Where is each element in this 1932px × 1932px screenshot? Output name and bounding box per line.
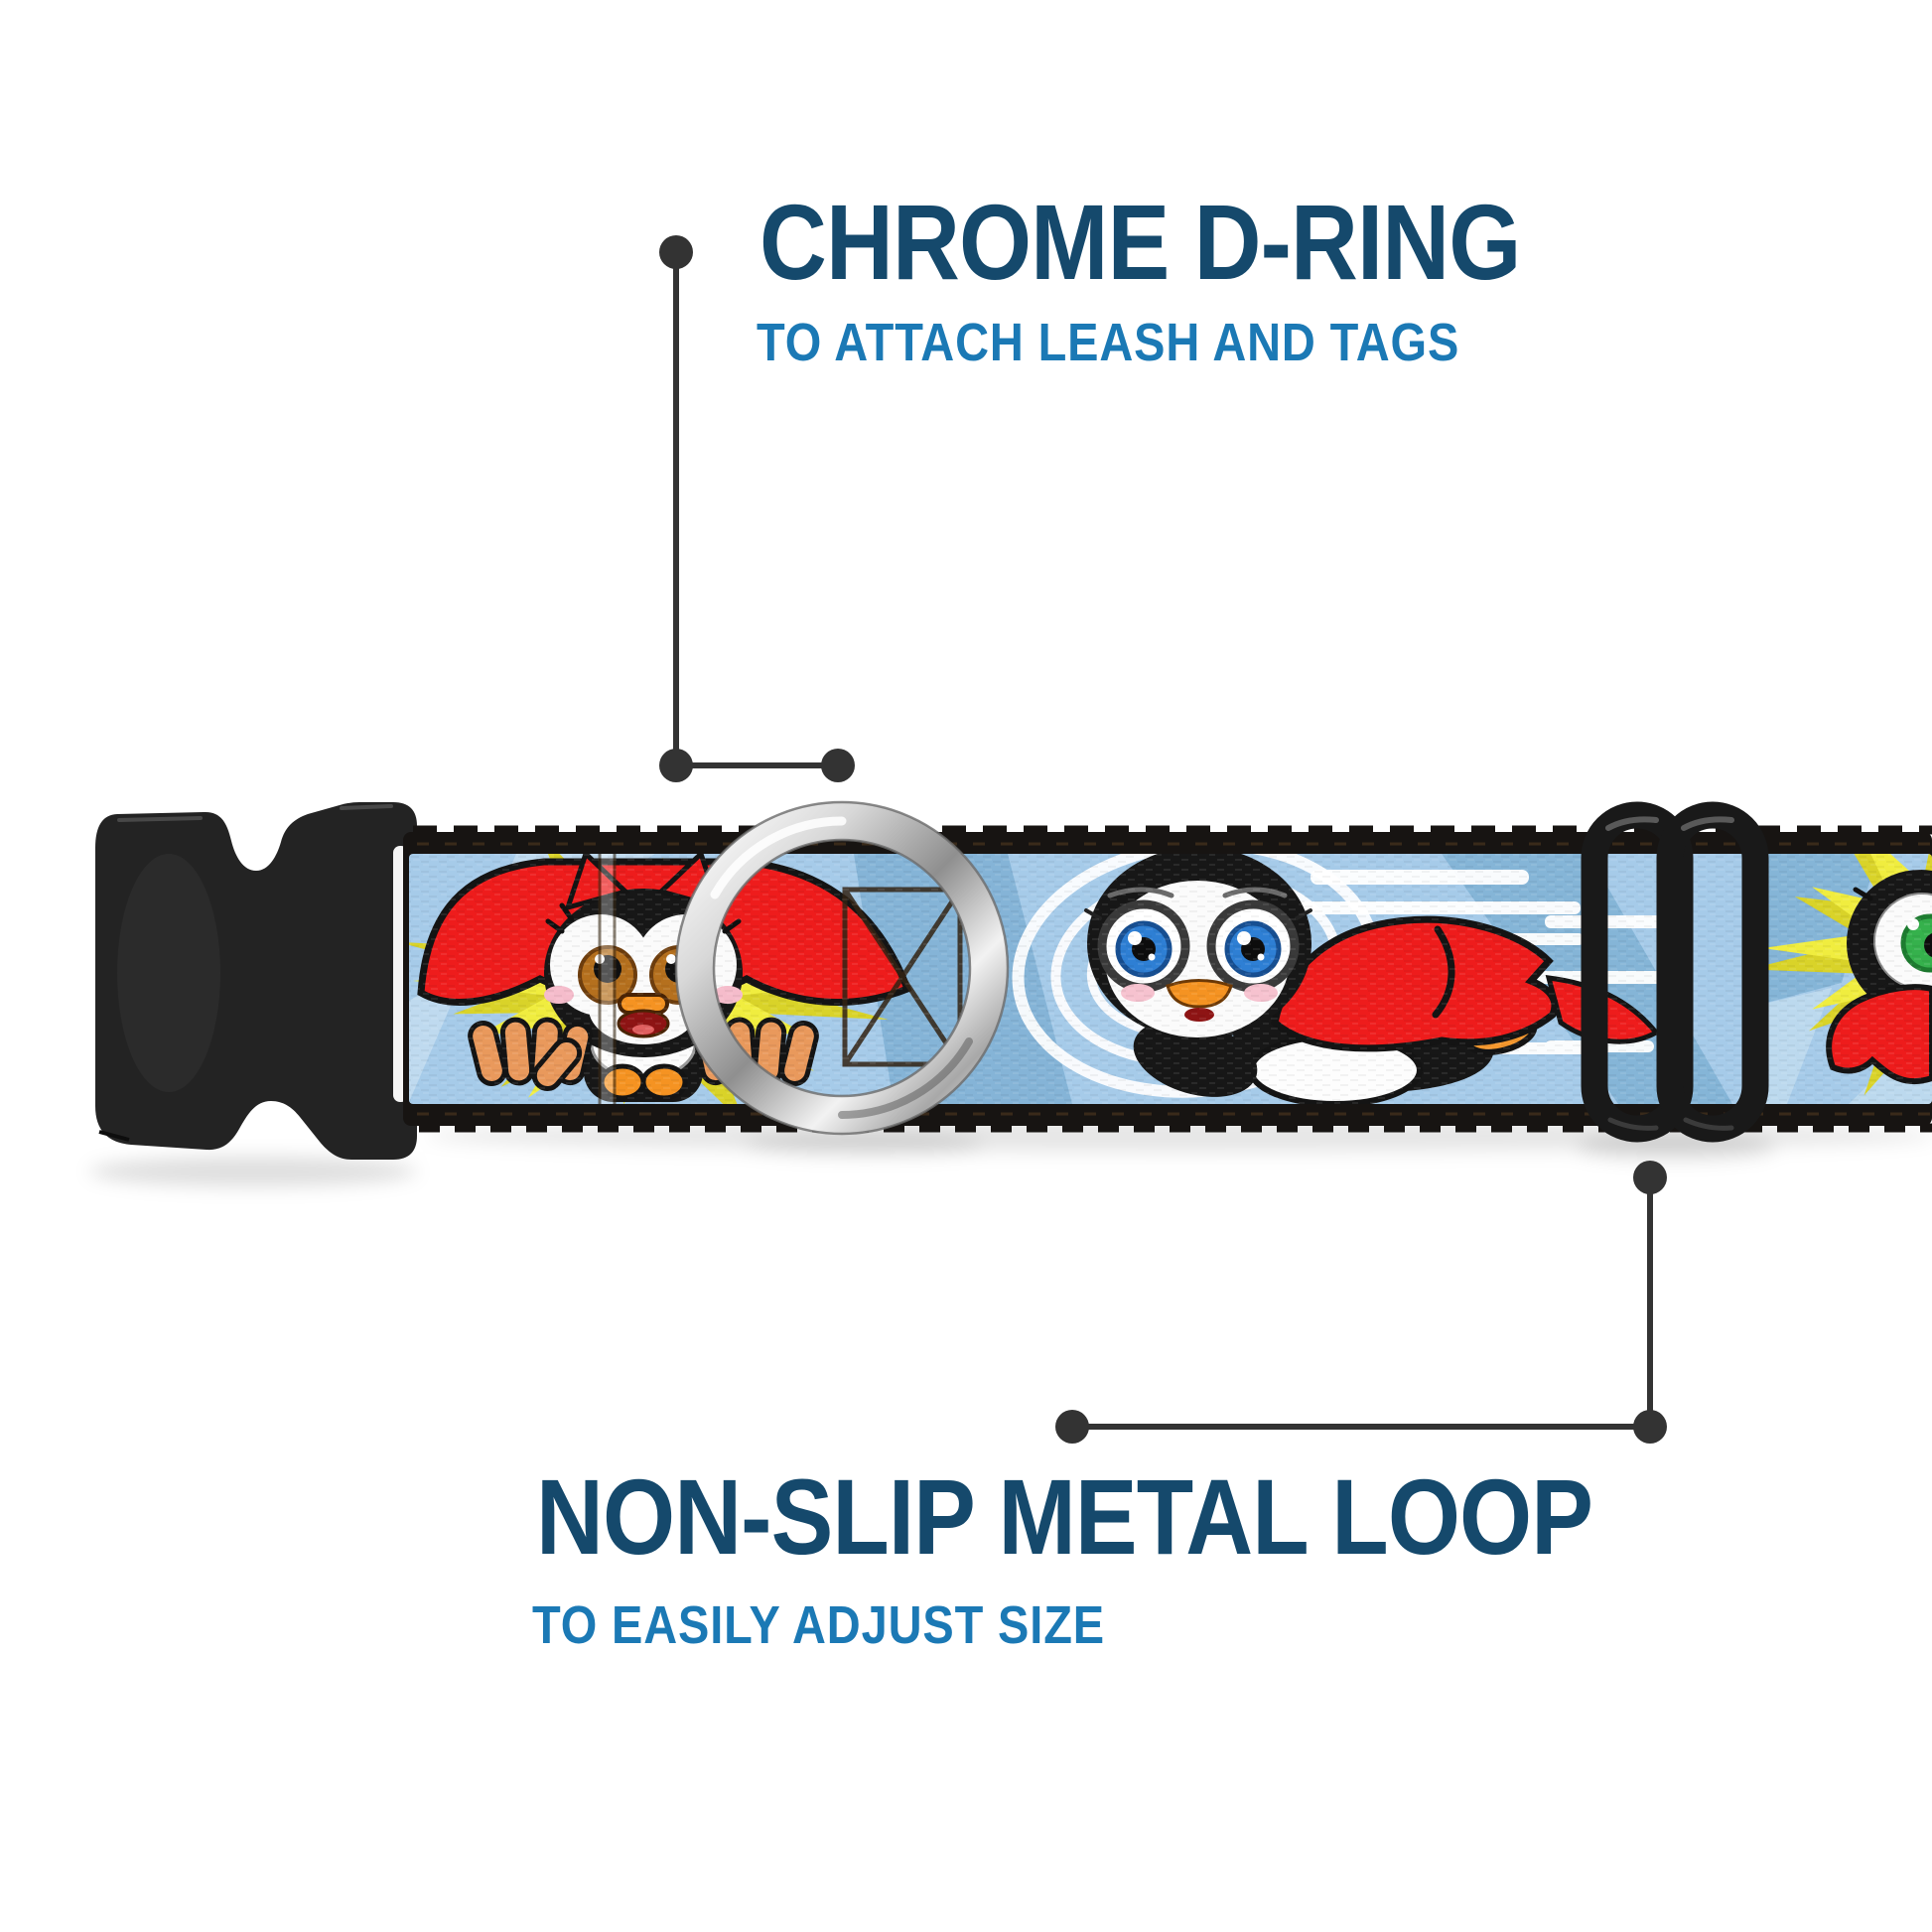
bottom-callout-title: NON-SLIP METAL LOOP [536,1456,1593,1577]
top-callout-title: CHROME D-RING [759,182,1521,302]
metal-slider-loop [1581,801,1769,1143]
collar-webbing [403,825,1932,1133]
callout-line [673,252,679,765]
top-callout-subtitle: TO ATTACH LEASH AND TAGS [757,313,1460,372]
callout-line [1647,1177,1653,1427]
callout-line [1072,1424,1650,1430]
callout-dot [1055,1410,1089,1444]
side-release-buckle [95,802,417,1160]
chrome-d-ring [674,800,1010,1136]
callout-line [676,762,838,768]
bottom-callout-subtitle: TO EASILY ADJUST SIZE [532,1595,1105,1655]
callout-dot [821,749,855,782]
